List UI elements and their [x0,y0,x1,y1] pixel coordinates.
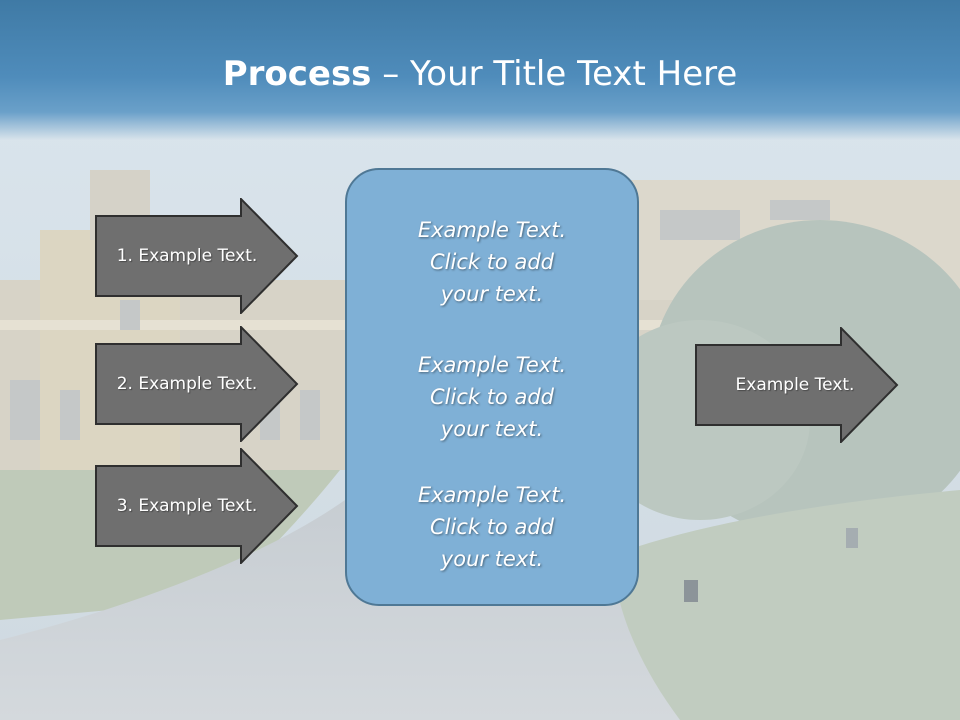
paragraph-line: Click to add [429,385,554,409]
title-bold: Process [222,54,372,94]
center-paragraph-2: Example Text. Click to add your text. [347,349,637,445]
left-arrow-3[interactable]: 3. Example Text. [95,448,299,564]
paragraph-line: Example Text. [417,353,567,377]
left-arrow-2-label: 2. Example Text. [116,374,258,394]
center-paragraph-1: Example Text. Click to add your text. [347,214,637,310]
center-paragraph-3: Example Text. Click to add your text. [347,479,637,575]
title-band [0,0,960,140]
left-arrow-1[interactable]: 1. Example Text. [95,198,299,314]
left-arrow-1-label: 1. Example Text. [116,246,258,266]
paragraph-line: Click to add [429,250,554,274]
arrow-shape [95,198,299,314]
paragraph-line: your text. [440,547,544,571]
title-rest: – Your Title Text Here [371,54,738,94]
paragraph-line: your text. [440,417,544,441]
arrow-shape [695,327,899,443]
arrow-shape [95,448,299,564]
right-arrow[interactable]: Example Text. [695,327,899,443]
center-text-box[interactable]: Example Text. Click to add your text. Ex… [345,168,639,606]
paragraph-line: Click to add [429,515,554,539]
paragraph-line: your text. [440,282,544,306]
left-arrow-3-label: 3. Example Text. [116,496,258,516]
slide-title[interactable]: Process – Your Title Text Here [0,52,960,96]
left-arrow-2[interactable]: 2. Example Text. [95,326,299,442]
paragraph-line: Example Text. [417,483,567,507]
paragraph-line: Example Text. [417,218,567,242]
arrow-shape [95,326,299,442]
right-arrow-label: Example Text. [735,375,855,395]
